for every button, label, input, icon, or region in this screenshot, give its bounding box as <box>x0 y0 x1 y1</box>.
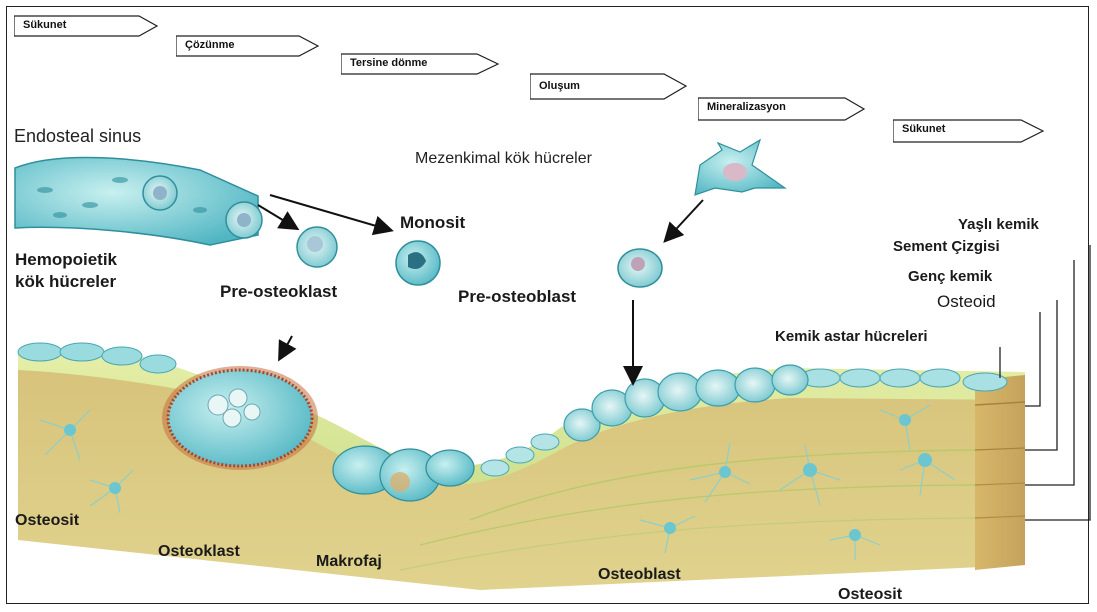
label-pre-osteoklast: Pre-osteoklast <box>220 282 337 302</box>
label-osteoblast: Osteoblast <box>598 566 681 584</box>
label-pre-osteoblast: Pre-osteoblast <box>458 287 576 307</box>
label-genc-kemik: Genç kemik <box>908 268 992 285</box>
label-osteosit-left: Osteosit <box>15 512 79 530</box>
label-yasli-kemik: Yaşlı kemik <box>958 216 1039 233</box>
label-endosteal-sinus: Endosteal sinus <box>14 126 141 147</box>
label-osteosit-right: Osteosit <box>838 586 902 604</box>
label-sement-cizgisi: Sement Çizgisi <box>893 238 1000 255</box>
label-kemik-astar: Kemik astar hücreleri <box>775 328 928 345</box>
mesenchymal-stem-cell <box>695 140 785 195</box>
label-makrofaj: Makrofaj <box>316 553 382 571</box>
label-mezenkimal: Mezenkimal kök hücreler <box>415 150 592 168</box>
endosteal-sinus-vessel <box>15 157 262 245</box>
label-osteoid: Osteoid <box>937 292 996 312</box>
label-hemopoietik-1: Hemopoietik <box>15 250 117 270</box>
label-osteoklast: Osteoklast <box>158 543 240 561</box>
label-hemopoietik-2: kök hücreler <box>15 272 116 292</box>
monosit-cell <box>396 241 440 285</box>
pre-osteoblast-cell <box>618 249 662 287</box>
label-monosit: Monosit <box>400 213 465 233</box>
pre-osteoclast-cell <box>297 227 337 267</box>
